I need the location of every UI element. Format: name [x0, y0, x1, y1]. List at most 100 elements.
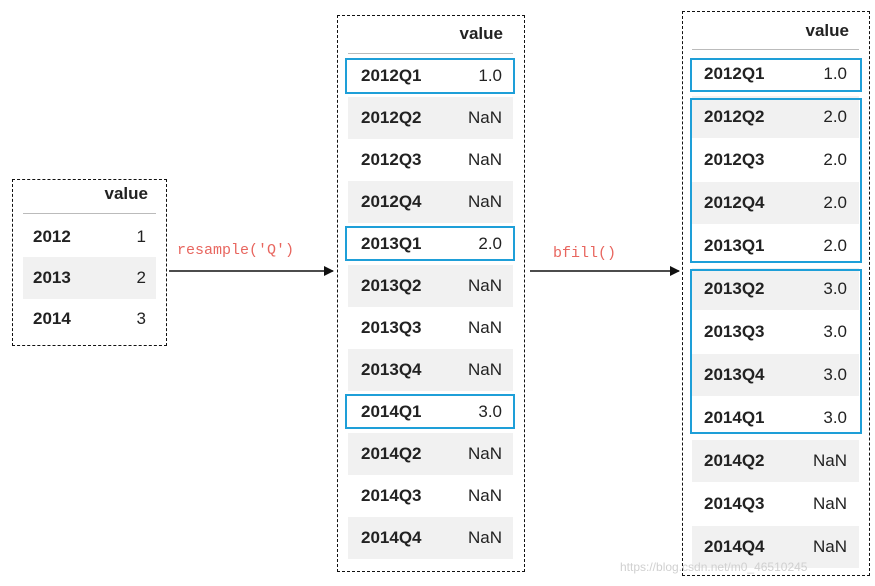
highlight-2012q1 — [345, 58, 515, 94]
table-row: 2014Q2 NaN — [692, 440, 859, 482]
row-value: NaN — [467, 318, 502, 337]
bfilled-table-panel — [682, 11, 870, 576]
table-row: 2014Q1 3.0 — [348, 391, 513, 433]
table-row: 2013Q3 NaN — [348, 307, 513, 349]
row-index: 2013Q1 — [361, 234, 422, 253]
row-index: 2014Q1 — [361, 402, 422, 421]
row-index: 2014Q2 — [704, 451, 765, 470]
table-row: 2013Q2 3.0 — [692, 268, 859, 310]
row-value: 3.0 — [823, 279, 847, 298]
row-value: NaN — [467, 150, 502, 169]
table-row: 2013Q1 2.0 — [692, 225, 859, 267]
row-value: 1.0 — [478, 66, 502, 85]
row-value: 3 — [136, 309, 146, 328]
source-table-header-rule — [23, 213, 156, 214]
row-index: 2014Q2 — [361, 444, 422, 463]
row-index: 2014Q3 — [361, 486, 422, 505]
row-index: 2012Q4 — [704, 193, 765, 212]
table-row: 2014Q1 3.0 — [692, 397, 859, 439]
table-row: 2012Q1 1.0 — [348, 55, 513, 97]
table-row: 2014Q4 NaN — [348, 517, 513, 559]
table-row: 2012 1 — [23, 216, 156, 258]
highlight-2013q1 — [345, 226, 515, 261]
table-row: 2013Q3 3.0 — [692, 311, 859, 353]
row-value: NaN — [467, 444, 502, 463]
row-value: 3.0 — [823, 408, 847, 427]
row-value: 3.0 — [823, 365, 847, 384]
row-value: 1.0 — [823, 64, 847, 83]
source-table-panel — [12, 179, 167, 346]
row-value: NaN — [812, 537, 847, 556]
row-value: NaN — [467, 192, 502, 211]
watermark: https://blog.csdn.net/m0_46510245 — [620, 560, 808, 574]
bfilled-table-header-rule — [692, 49, 859, 50]
row-value: NaN — [812, 451, 847, 470]
table-row: 2012Q3 NaN — [348, 139, 513, 181]
row-value: 2.0 — [823, 193, 847, 212]
row-value: 2.0 — [823, 150, 847, 169]
highlight-group-2012q2-2013q1 — [690, 98, 862, 263]
row-value: NaN — [467, 360, 502, 379]
table-row: 2013Q1 2.0 — [348, 223, 513, 265]
highlight-group-2012q1 — [690, 58, 862, 92]
row-index: 2013Q4 — [704, 365, 765, 384]
table-row: 2012Q4 2.0 — [692, 182, 859, 224]
highlight-2014q1 — [345, 394, 515, 429]
row-index: 2014Q4 — [704, 537, 765, 556]
table-row: 2014Q3 NaN — [348, 475, 513, 517]
highlight-group-2013q2-2014q1 — [690, 269, 862, 434]
table-row: 2013Q2 NaN — [348, 265, 513, 307]
bfill-operation-label: bfill() — [553, 245, 617, 262]
row-value: 2 — [136, 268, 146, 287]
resampled-table-header-rule — [348, 53, 513, 54]
row-index: 2013 — [33, 268, 71, 287]
table-row: 2013Q4 3.0 — [692, 354, 859, 396]
resample-operation-label: resample('Q') — [177, 242, 295, 259]
resampled-table-panel — [337, 15, 525, 572]
resampled-table-header: value — [459, 24, 503, 43]
row-index: 2012Q1 — [361, 66, 422, 85]
row-index: 2013Q3 — [361, 318, 422, 337]
row-index: 2012Q4 — [361, 192, 422, 211]
row-index: 2014Q3 — [704, 494, 765, 513]
table-row: 2014Q3 NaN — [692, 483, 859, 525]
row-index: 2012Q2 — [361, 108, 422, 127]
row-value: 3.0 — [823, 322, 847, 341]
table-row: 2012Q2 NaN — [348, 97, 513, 139]
table-row: 2014Q4 NaN — [692, 526, 859, 568]
row-index: 2013Q3 — [704, 322, 765, 341]
table-row: 2012Q1 1.0 — [692, 53, 859, 95]
table-row: 2012Q3 2.0 — [692, 139, 859, 181]
table-row: 2012Q2 2.0 — [692, 96, 859, 138]
bfilled-table-header: value — [805, 21, 849, 40]
row-value: NaN — [467, 108, 502, 127]
row-index: 2014 — [33, 309, 71, 328]
row-index: 2012Q2 — [704, 107, 765, 126]
row-value: 2.0 — [823, 107, 847, 126]
row-index: 2012Q3 — [704, 150, 765, 169]
row-index: 2012 — [33, 227, 71, 246]
row-index: 2012Q3 — [361, 150, 422, 169]
row-index: 2013Q1 — [704, 236, 765, 255]
source-table-header: value — [104, 184, 148, 203]
row-index: 2013Q2 — [361, 276, 422, 295]
row-value: NaN — [467, 486, 502, 505]
row-value: 2.0 — [823, 236, 847, 255]
row-index: 2013Q2 — [704, 279, 765, 298]
table-row: 2013 2 — [23, 257, 156, 299]
row-value: 2.0 — [478, 234, 502, 253]
row-index: 2014Q1 — [704, 408, 765, 427]
table-row: 2012Q4 NaN — [348, 181, 513, 223]
table-row: 2013Q4 NaN — [348, 349, 513, 391]
row-value: 1 — [136, 227, 146, 246]
row-value: NaN — [467, 528, 502, 547]
row-value: 3.0 — [478, 402, 502, 421]
row-index: 2013Q4 — [361, 360, 422, 379]
row-value: NaN — [812, 494, 847, 513]
table-row: 2014 3 — [23, 298, 156, 340]
row-index: 2014Q4 — [361, 528, 422, 547]
table-row: 2014Q2 NaN — [348, 433, 513, 475]
row-index: 2012Q1 — [704, 64, 765, 83]
row-value: NaN — [467, 276, 502, 295]
